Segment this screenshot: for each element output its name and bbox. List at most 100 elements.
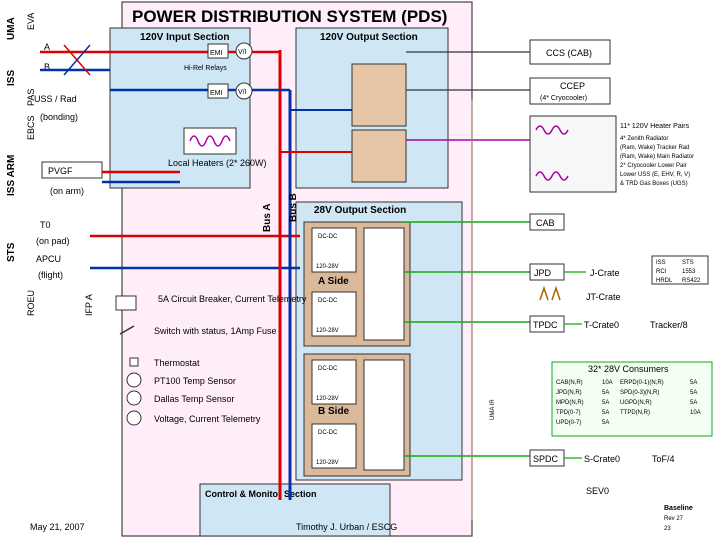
consumer-amps: 10A	[690, 410, 701, 416]
cab-label: CAB	[536, 218, 555, 228]
heater-lines: 4* Zenith Radiator (Ram, Wake) Tracker R…	[620, 136, 694, 187]
vi-label-b: V/I	[238, 89, 247, 96]
spdc-label: SPDC	[533, 454, 559, 464]
heater-line: & TRD Gas Boxes (UGS)	[620, 181, 688, 187]
heater-coil-icon	[189, 135, 231, 147]
output-section-title: 120V Output Section	[320, 32, 418, 43]
heater-pairs-box	[529, 115, 617, 193]
ifp-a-label: IFP A	[84, 294, 94, 316]
consumers-list: CAB(N,R) JPD(N,R) MPD(N,R) TPD(0-7) UPD(…	[556, 380, 701, 426]
input-a-label: A	[44, 42, 50, 52]
dcdc-a2-label: DC-DC	[318, 298, 338, 304]
consumer-item: TTPD(N,R)	[620, 410, 650, 416]
output-box-2	[351, 129, 407, 183]
pas-label: PAS	[26, 89, 36, 106]
consumer-amps: 5A	[602, 390, 609, 396]
emi-box-b	[207, 83, 229, 99]
sev-label: SEV0	[586, 486, 609, 496]
jpd-label: JPD	[534, 268, 552, 278]
bus-b-label: Bus B	[288, 193, 299, 222]
iss-table-cell: STS	[682, 260, 694, 266]
flight-label: (flight)	[38, 270, 63, 280]
control-section	[199, 483, 391, 537]
uma-label: UMA	[6, 17, 17, 40]
dcdc-a1	[311, 227, 357, 273]
consumer-amps: 10A	[602, 380, 613, 386]
consumer-amps: 5A	[690, 400, 697, 406]
uma-ir-label: UMA IR	[490, 399, 496, 420]
s-crate-label: S-Crate0	[584, 454, 620, 464]
input-b-label: B	[44, 62, 50, 72]
jt-crate-label: JT-Crate	[586, 292, 621, 302]
iss-table-cell: ISS	[656, 260, 666, 266]
output-box-1	[351, 63, 407, 127]
t-crate-label: T-Crate0	[584, 320, 619, 330]
legend-cb: 5A Circuit Breaker, Current Telemetry	[158, 294, 307, 304]
tracker-label: Tracker/8	[650, 320, 688, 330]
switch-icon	[119, 325, 135, 335]
arrow-up-icon	[539, 285, 561, 301]
consumers-box	[551, 361, 713, 437]
ccs-box	[529, 39, 611, 65]
j-crate-label: J-Crate	[590, 268, 620, 278]
legend-vi: Voltage, Current Telemetry	[154, 414, 261, 424]
eva-label: EVA	[26, 13, 36, 30]
footer-rev: Rev 27	[664, 516, 684, 522]
legend-dallas: Dallas Temp Sensor	[154, 394, 234, 404]
sts-label: STS	[6, 242, 17, 262]
consumer-item: TPD(0-7)	[556, 410, 581, 416]
emi-label-a: EMI	[210, 50, 223, 57]
ccep-box	[529, 77, 611, 105]
consumer-amps: 5A	[602, 420, 609, 426]
legend-thermostat: Thermostat	[154, 358, 200, 368]
cross-line-2	[63, 44, 91, 76]
dcdc-b2-label: DC-DC	[318, 430, 338, 436]
vi-meter-b	[235, 82, 253, 100]
conv-a1-label: 120-28V	[316, 264, 339, 270]
dcdc-b1-label: DC-DC	[318, 366, 338, 372]
ccep-label: CCEP	[560, 81, 585, 91]
a-side-switchbank	[363, 227, 405, 341]
consumer-amps: 5A	[690, 390, 697, 396]
conv-b1-label: 120-28V	[316, 396, 339, 402]
dallas-icon	[126, 390, 142, 406]
dcdc-b2	[311, 423, 357, 469]
conv-a2-label: 120-28V	[316, 328, 339, 334]
footer-author: Timothy J. Urban / ESCG	[296, 522, 397, 532]
iss-arm-label: ISS ARM	[6, 155, 17, 196]
consumers-title: 32* 28V Consumers	[588, 364, 669, 374]
legend-switch: Switch with status, 1Amp Fuse	[154, 326, 277, 336]
apcu-label: APCU	[36, 254, 61, 264]
pvgf-label: PVGF	[48, 166, 73, 176]
bonding-label: (bonding)	[40, 112, 78, 122]
pvgf-box	[41, 161, 103, 179]
tpdc-label: TPDC	[533, 320, 558, 330]
footer-baseline: Baseline	[664, 505, 693, 512]
t0-label: T0	[40, 220, 51, 230]
consumer-item: MPD(N,R)	[556, 400, 584, 406]
cab-box	[529, 213, 565, 231]
ccs-label: CCS (CAB)	[546, 48, 592, 58]
heater-line: (Ram, Wake) Tracker Rad	[620, 145, 689, 151]
heater-title: 11* 120V Heater Pairs	[620, 123, 690, 130]
consumer-amps: 5A	[602, 410, 609, 416]
consumer-item: UPD(0-7)	[556, 420, 581, 426]
roeu-label: ROEU	[26, 290, 36, 316]
page-title: POWER DISTRIBUTION SYSTEM (PDS)	[132, 7, 447, 26]
iss-table-cell: RCI	[656, 269, 667, 275]
vi-meter-a	[235, 42, 253, 60]
consumer-amps: 5A	[690, 380, 697, 386]
control-section-title: Control & Monitor Section	[205, 489, 317, 499]
on-pad-label: (on pad)	[36, 236, 70, 246]
heater-line: 2* Cryocooler Lower Pair	[620, 163, 687, 169]
thermostat-icon	[129, 357, 139, 367]
iss-sts-table	[651, 255, 709, 285]
input-section-title: 120V Input Section	[140, 32, 229, 43]
cryo-label: (4* Cryocooler)	[540, 95, 587, 102]
dcdc-a1-label: DC-DC	[318, 234, 338, 240]
a-side-label: A Side	[318, 276, 349, 287]
dcdc-a2	[311, 291, 357, 337]
bus-a-label: Bus A	[262, 203, 273, 232]
